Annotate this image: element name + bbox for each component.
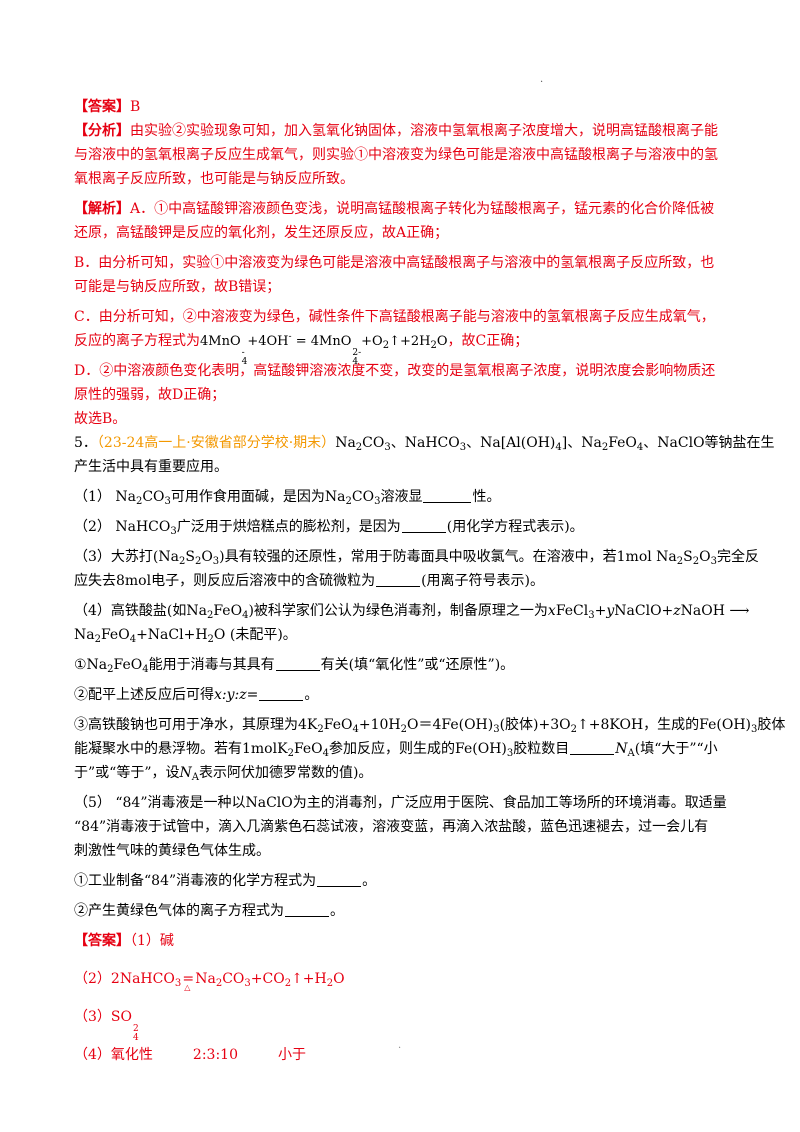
explain-b-line-2: 可能是与钠反应所致，故B错误； xyxy=(74,279,281,295)
footer-dot: . xyxy=(398,1040,402,1051)
q5-part4-line-2: Na2FeO4+NaCl+H2O (未配平)。 xyxy=(74,627,297,645)
q5-part1: （1） Na2CO3可用作食用面碱，是因为Na2CO3溶液显性。 xyxy=(74,488,501,507)
explain-d-line-2: 原性的强弱，故D正确； xyxy=(74,387,226,403)
q5-part2: （2） NaHCO3广泛用于烘焙糕点的膨松剂，是因为(用化学方程式表示)。 xyxy=(74,518,584,537)
q5-answer-1: 【答案】（1）碱 xyxy=(74,933,174,949)
q5-part4-iii-line-3: 于”或“等于”，设NA表示阿伏加德罗常数的值)。 xyxy=(74,765,373,783)
explain-a-line-1: 【解析】A．①中高锰酸钾溶液颜色变浅，说明高锰酸根离子转化为锰酸根离子，锰元素的… xyxy=(74,201,715,217)
analysis-line-3: 氧根离子反应所致，也可能是与钠反应所致。 xyxy=(74,171,354,187)
analysis-line-1: 【分析】由实验②实验现象可知，加入氢氧化钠固体，溶液中氢氧根离子浓度增大，说明高… xyxy=(74,123,718,139)
explain-c-line-1: C．由分析可知，②中溶液变为绿色，碱性条件下高锰酸根离子能与溶液中的氢氧根离子反… xyxy=(74,309,715,325)
q5-part5-line-1: （5） “84”消毒液是一种以NaClO为主的消毒剂，广泛应用于医院、食品加工等… xyxy=(74,795,727,811)
blank-8[interactable] xyxy=(285,902,329,917)
explain-a-line-2: 还原，高锰酸钾是反应的氧化剂，发生还原反应，故A正确； xyxy=(74,225,449,241)
q5-stem-line-1: 5．（23-24高一上·安徽省部分学校·期末）Na2CO3、NaHCO3、Na[… xyxy=(74,435,775,453)
blank-1[interactable] xyxy=(423,488,472,503)
header-dot: . xyxy=(540,74,544,85)
q5-part4-iii-line-1: ③高铁酸钠也可用于净水，其原理为4K2FeO4+10H2O＝4Fe(OH)3(胶… xyxy=(74,717,786,735)
analysis-line-2: 与溶液中的氢氧根离子反应生成氧气，则实验①中溶液变为绿色可能是溶液中高锰酸根离子… xyxy=(74,147,718,163)
q5-part5-i: ①工业制备“84”消毒液的化学方程式为。 xyxy=(74,872,377,889)
blank-5[interactable] xyxy=(259,686,304,701)
heat-condition: =△ xyxy=(182,971,195,992)
blank-7[interactable] xyxy=(317,872,362,887)
blank-2[interactable] xyxy=(401,518,446,533)
q5-part4-line-1: （4）高铁酸盐(如Na2FeO4)被科学家们公认为绿色消毒剂，制备原理之一为xF… xyxy=(74,603,750,621)
q5-part5-ii: ②产生黄绿色气体的离子方程式为。 xyxy=(74,902,344,919)
q5-answer-2: （2）2NaHCO3=△Na2CO3+CO2↑+H2O xyxy=(74,967,734,992)
q5-stem-line-2: 产生活中具有重要应用。 xyxy=(74,459,228,475)
answer-line: 【答案】B xyxy=(74,99,141,115)
document-body: 【答案】B 【分析】由实验②实验现象可知，加入氢氧化钠固体，溶液中氢氧根离子浓度… xyxy=(74,95,786,1067)
explain-d-line-1: D．②中溶液颜色变化表明，高锰酸钾溶液浓度不变，改变的是氢氧根离子浓度，说明浓度… xyxy=(74,363,716,379)
blank-6[interactable] xyxy=(570,740,615,755)
explain-b-line-1: B．由分析可知，实验①中溶液变为绿色可能是溶液中高锰酸根离子与溶液中的氢氧根离子… xyxy=(74,255,715,271)
q5-part3-line-2: 应失去8mol电子，则反应后溶液中的含硫微粒为(用离子符号表示)。 xyxy=(74,572,545,589)
blank-3[interactable] xyxy=(376,572,421,587)
question-source: （23-24高一上·安徽省部分学校·期末） xyxy=(96,435,336,451)
q5-part5-line-3: 刺激性气味的黄绿色气体生成。 xyxy=(74,843,270,859)
q5-part4-iii-line-2: 能凝聚水中的悬浮物。若有1molK2FeO4参加反应，则生成的Fe(OH)3胶粒… xyxy=(74,740,718,759)
q5-part4-ii: ②配平上述反应后可得x:y:z=。 xyxy=(74,686,319,703)
blank-4[interactable] xyxy=(275,656,320,671)
q5-part4-i: ①Na2FeO4能用于消毒与其具有有关(填“氧化性”或“还原性”)。 xyxy=(74,656,515,675)
conclusion-line: 故选B。 xyxy=(74,411,127,427)
q5-part5-line-2: “84”消毒液于试管中，滴入几滴紫色石蕊试液，溶液变蓝，再滴入浓盐酸，蓝色迅速褪… xyxy=(74,819,709,835)
q5-part3-line-1: （3）大苏打(Na2S2O3)具有较强的还原性，常用于防毒面具中吸收氯气。在溶液… xyxy=(74,549,759,567)
